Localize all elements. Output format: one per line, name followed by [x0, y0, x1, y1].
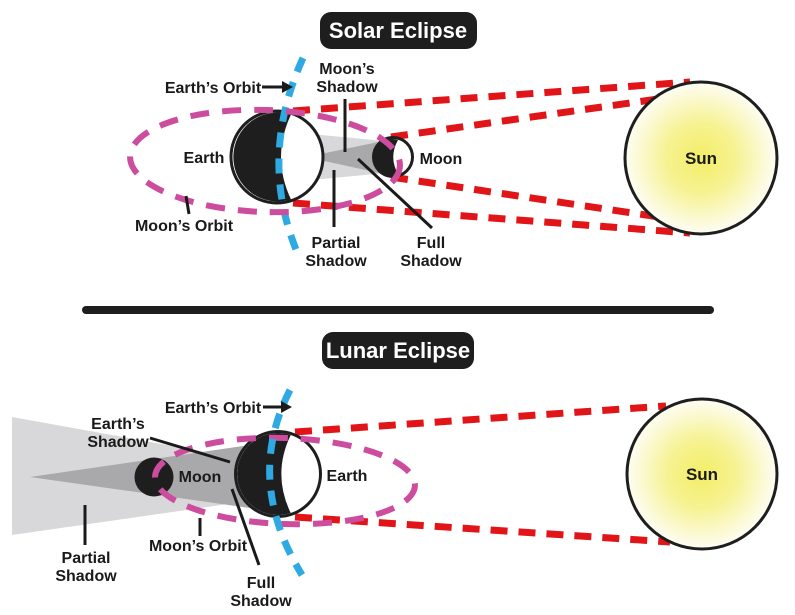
lunar-earths-orbit-arc	[266, 388, 305, 577]
solar-moons-orbit-label: Moon’s Orbit	[135, 218, 234, 235]
earth-night-side	[233, 112, 291, 202]
lunar-moon-label: Moon	[179, 469, 222, 486]
solar-moon-label: Moon	[420, 151, 463, 168]
lunar-earths-orbit-label: Earth’s Orbit	[165, 400, 262, 417]
lunar-full-shadow-label-line1: Full	[247, 575, 275, 592]
solar-sun: Sun	[623, 80, 779, 236]
solar-sun-rays	[292, 78, 691, 237]
sun-circle	[623, 80, 779, 236]
lunar-pointer-lines	[83, 405, 282, 566]
solar-title-badge: Solar Eclipse	[320, 12, 477, 49]
solar-earth	[229, 109, 325, 205]
solar-partial-shadow-label-line1: Partial	[312, 235, 361, 252]
solar-earths-orbit-arc	[275, 56, 307, 254]
sun-ray-top-outer	[292, 78, 691, 115]
solar-moons-shadow-label-line1: Moon’s	[319, 61, 375, 78]
solar-full-shadow-label-line2: Shadow	[400, 253, 462, 270]
lunar-earths-shadow-label-line1: Earth’s	[91, 416, 145, 433]
lunar-earths-shadow-label-line2: Shadow	[87, 434, 149, 451]
solar-earths-orbit-label: Earth’s Orbit	[165, 80, 262, 97]
lunar-sun: Sun	[625, 397, 779, 551]
solar-earth-label: Earth	[184, 150, 225, 167]
sun-ray-top-inner	[390, 91, 687, 141]
lunar-earth	[234, 430, 322, 518]
earth-night-side	[237, 433, 291, 515]
lunar-moons-orbit-ellipse	[152, 434, 418, 528]
solar-pointer-lines	[184, 85, 434, 230]
lunar-partial-shadow-label-line2: Shadow	[55, 568, 117, 585]
solar-full-shadow-label-line1: Full	[417, 235, 445, 252]
earths-shadow-pointer	[149, 436, 231, 464]
sun-label: Sun	[685, 149, 717, 168]
earths-orbit-arrowhead-icon	[281, 401, 292, 413]
solar-eclipse-section: Sun Earth’s Orbit Moon’s Shadow Earth Mo…	[127, 12, 779, 270]
solar-moon	[372, 136, 414, 178]
moons-orbit-pointer	[184, 195, 191, 215]
full-shadow-pointer	[230, 488, 261, 566]
lunar-title-badge: Lunar Eclipse	[322, 332, 474, 369]
sun-label: Sun	[686, 465, 718, 484]
lunar-earth-label: Earth	[327, 468, 368, 485]
full-shadow-pointer	[356, 157, 434, 230]
sun-ray-bottom-inner	[390, 173, 687, 225]
solar-partial-shadow-label-line2: Shadow	[305, 253, 367, 270]
sun-ray-top	[294, 402, 667, 436]
lunar-moons-orbit-label: Moon’s Orbit	[149, 538, 248, 555]
sun-ray-bottom-outer	[292, 199, 691, 237]
solar-moons-shadow-label-line2: Shadow	[316, 79, 378, 96]
solar-moons-orbit-ellipse	[127, 106, 403, 216]
earths-orbit-arrowhead-icon	[282, 81, 293, 93]
solar-title: Solar Eclipse	[329, 18, 467, 43]
lunar-title-bg	[322, 332, 474, 369]
sun-circle	[625, 397, 779, 551]
solar-full-shadow-shape	[306, 139, 393, 176]
lunar-title: Lunar Eclipse	[326, 338, 470, 363]
lunar-full-shadow-label-line2: Shadow	[230, 593, 292, 610]
lunar-partial-shadow-label-line1: Partial	[62, 550, 111, 567]
solar-title-bg	[320, 12, 477, 49]
lunar-eclipse-section: Sun Earth’s Orbit Earth’s Shadow Moon Ea…	[12, 332, 779, 610]
